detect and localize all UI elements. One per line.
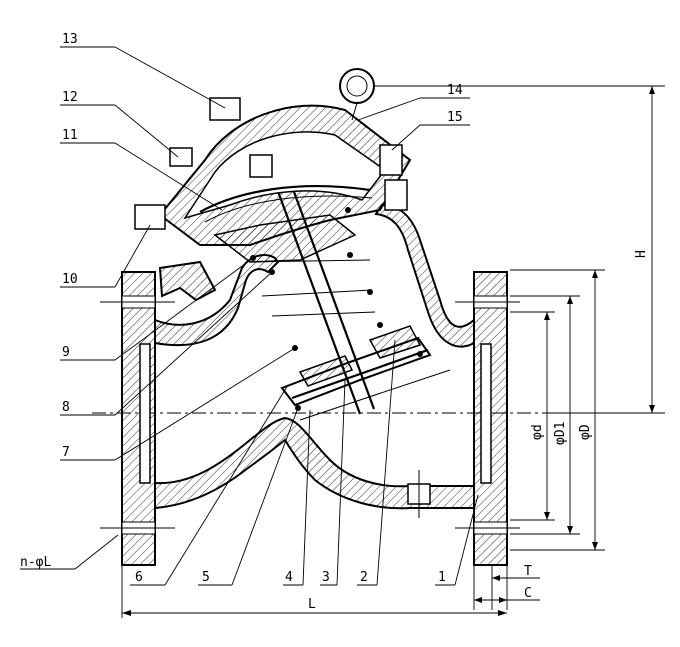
label-part-9: 9 (62, 345, 70, 360)
dim-label-H: H (634, 250, 649, 258)
label-part-11: 11 (62, 128, 78, 143)
right-flange (455, 271, 520, 566)
label-part-4: 4 (285, 570, 293, 585)
label-part-6: 6 (135, 570, 143, 585)
dim-label-C: C (524, 586, 532, 601)
label-part-5: 5 (202, 570, 210, 585)
label-part-1: 1 (438, 570, 446, 585)
dim-label-D1: φD1 (553, 422, 568, 445)
label-part-3: 3 (322, 570, 330, 585)
leader-lines (20, 46, 479, 586)
label-part-14: 14 (447, 83, 463, 98)
label-part-12: 12 (62, 90, 78, 105)
label-part-15: 15 (447, 110, 463, 125)
valve-body (154, 203, 475, 510)
label-part-10: 10 (62, 272, 78, 287)
dim-label-d: φd (530, 424, 545, 440)
label-part-7: 7 (62, 445, 70, 460)
dim-label-T: T (524, 564, 532, 579)
label-part-13: 13 (62, 32, 78, 47)
label-part-2: 2 (360, 570, 368, 585)
left-flange (100, 271, 175, 566)
dim-label-bolt: n-φL (20, 555, 51, 570)
dim-label-D: φD (578, 424, 593, 440)
dimension-lines (121, 85, 665, 618)
dim-label-L: L (308, 597, 316, 612)
label-part-8: 8 (62, 400, 70, 415)
disc-assembly (280, 325, 451, 421)
